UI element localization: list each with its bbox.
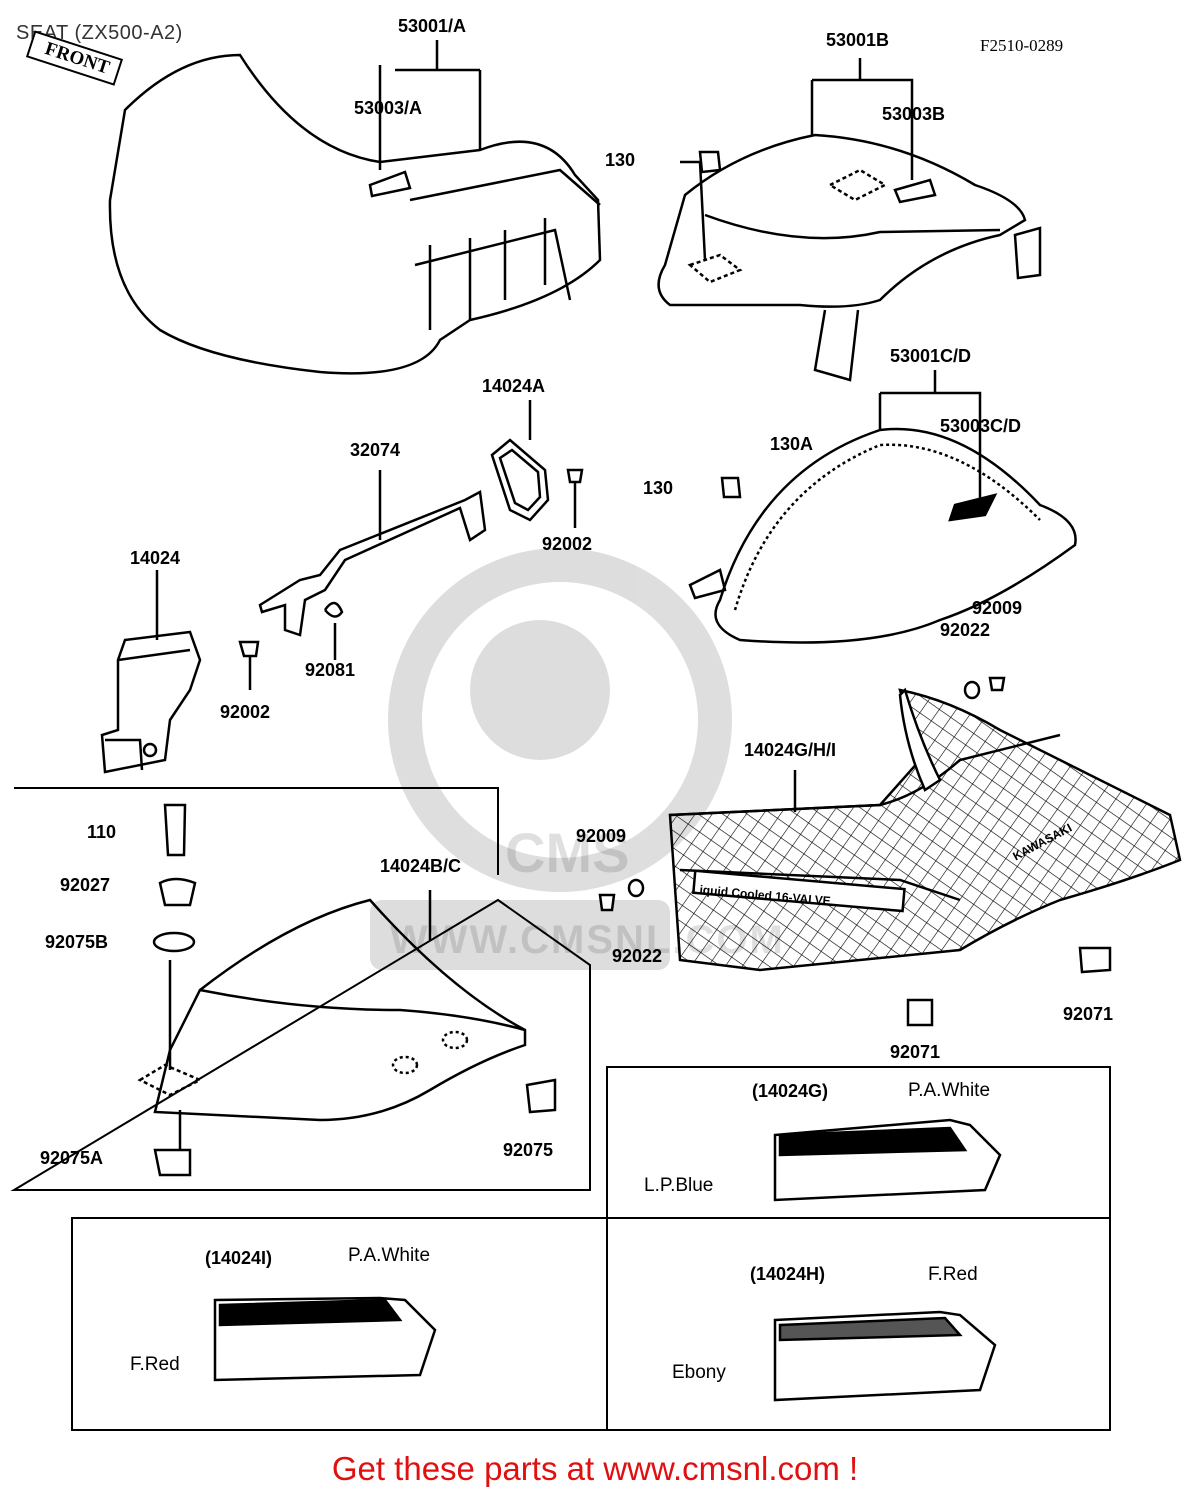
- part-label: 92075B: [45, 932, 109, 952]
- variants-outline: [71, 1066, 1111, 1431]
- seat-rear-b-shape: [657, 58, 1042, 382]
- part-label: 130A: [770, 434, 814, 454]
- variant-body-color: L.P.Blue: [644, 1175, 714, 1196]
- bracket-14024-shape: [100, 570, 260, 774]
- seat-cowl-cd-shape: [688, 370, 1077, 644]
- seat-front-shape: [108, 40, 602, 375]
- variant-tail-shapes: [213, 1118, 1002, 1402]
- watermark-url: WWW.CMSNL.COM: [390, 918, 785, 962]
- part-label: 14024: [130, 548, 181, 568]
- part-label: 92075: [503, 1140, 554, 1160]
- part-label: 92075A: [40, 1148, 104, 1168]
- part-label: 14024A: [482, 376, 546, 396]
- footer-link-text[interactable]: Get these parts at www.cmsnl.com !: [331, 1450, 859, 1487]
- part-label: 92071: [1063, 1004, 1114, 1024]
- variant-body-color: Ebony: [672, 1362, 726, 1383]
- part-label: 53001B: [826, 30, 890, 50]
- variant-stripe-color: F.Red: [928, 1264, 978, 1285]
- part-label: 32074: [350, 440, 401, 460]
- part-label: 53003/A: [354, 98, 423, 118]
- variant-stripe-color: P.A.White: [348, 1245, 431, 1266]
- part-label: 14024G/H/I: [744, 740, 837, 760]
- variant-part-label: (14024G): [752, 1081, 829, 1101]
- clip-14024a-shape: [490, 400, 584, 528]
- part-label: 110: [87, 822, 117, 842]
- variant-body-color: F.Red: [130, 1354, 180, 1375]
- part-label: 53003C/D: [940, 416, 1022, 436]
- part-label: 92009: [972, 598, 1023, 618]
- part-label: 53001/A: [398, 16, 467, 36]
- part-label: 53003B: [882, 104, 946, 124]
- part-label: 92022: [940, 620, 991, 640]
- part-label: 92009: [576, 826, 627, 846]
- part-label: 92022: [612, 946, 663, 966]
- part-label: 14024B/C: [380, 856, 462, 876]
- tail-grille-shape: [598, 676, 1182, 1027]
- part-label: 53001C/D: [890, 346, 972, 366]
- part-label: 92002: [542, 534, 593, 554]
- part-label: 92081: [305, 660, 356, 680]
- watermark-brand: CMS: [505, 821, 630, 884]
- cover-14024bc-shape: [137, 803, 557, 1177]
- part-label: 92071: [890, 1042, 941, 1062]
- diagram-reference-code: F2510-0289: [980, 36, 1064, 55]
- cms-watermark: [370, 548, 732, 970]
- part-label: 92002: [220, 702, 271, 722]
- part-label: 92027: [60, 875, 111, 895]
- part-label: 130: [605, 150, 636, 170]
- variant-part-label: (14024I): [205, 1248, 273, 1268]
- bracket-32074-shape: [258, 470, 487, 660]
- variant-stripe-color: P.A.White: [908, 1080, 991, 1101]
- lower-group-outline: [10, 787, 591, 1191]
- variant-part-label: (14024H): [750, 1264, 826, 1284]
- part-label: 130: [643, 478, 674, 498]
